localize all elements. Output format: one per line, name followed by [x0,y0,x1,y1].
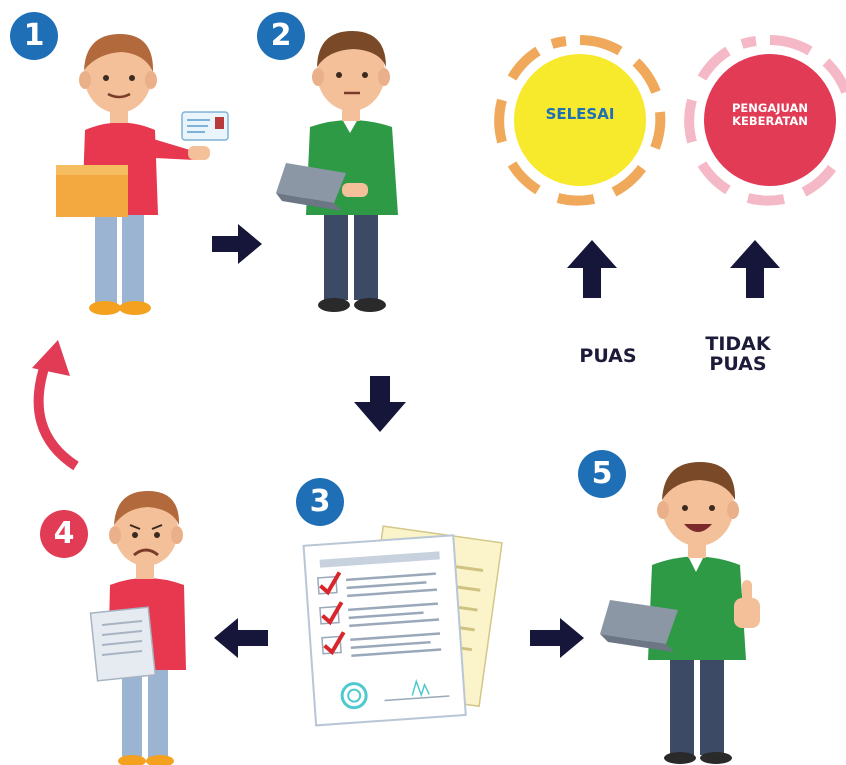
pengajuan-keberatan-outcome-circle [684,35,846,206]
step-2-badge: 2 [257,12,305,60]
step-5-badge: 5 [578,450,626,498]
step-1-badge: 1 [10,12,58,60]
selesai-outcome-circle [494,35,666,206]
pengajuan-line: PENGAJUAN [731,101,809,115]
puas-line: PUAS [709,352,767,375]
pengajuan-keberatan-label: PENGAJUAN KEBERATAN [703,101,837,129]
paper-icon [89,606,157,682]
arrow-left-icon [214,618,268,658]
laptop-icon [276,163,346,211]
tidak-line: TIDAK [705,333,771,355]
tidak-puas-label: TIDAK PUAS [690,333,786,375]
id-card-icon [181,111,229,141]
keberatan-line: KEBERATAN [732,114,808,129]
return-curved-arrow-icon [32,340,79,471]
arrow-up-icon [567,240,617,298]
satisfied-officer-illustration [600,462,760,764]
arrow-right-icon [212,224,262,264]
person-submitting-id-illustration [56,34,229,315]
selesai-label: SELESAI [545,105,615,123]
officer-with-laptop-illustration [276,31,398,312]
checklist-document-illustration [302,525,503,727]
puas-label: PUAS [579,345,637,367]
dissatisfied-person-illustration [89,491,186,765]
laptop-icon [600,600,678,652]
step-4-badge: 4 [40,510,88,558]
arrow-down-icon [354,376,406,432]
arrow-up-icon [730,240,780,298]
step-3-badge: 3 [296,478,344,526]
arrow-right-icon [530,618,584,658]
thumbs-up-icon [734,580,760,628]
cardboard-box-icon [56,165,128,217]
